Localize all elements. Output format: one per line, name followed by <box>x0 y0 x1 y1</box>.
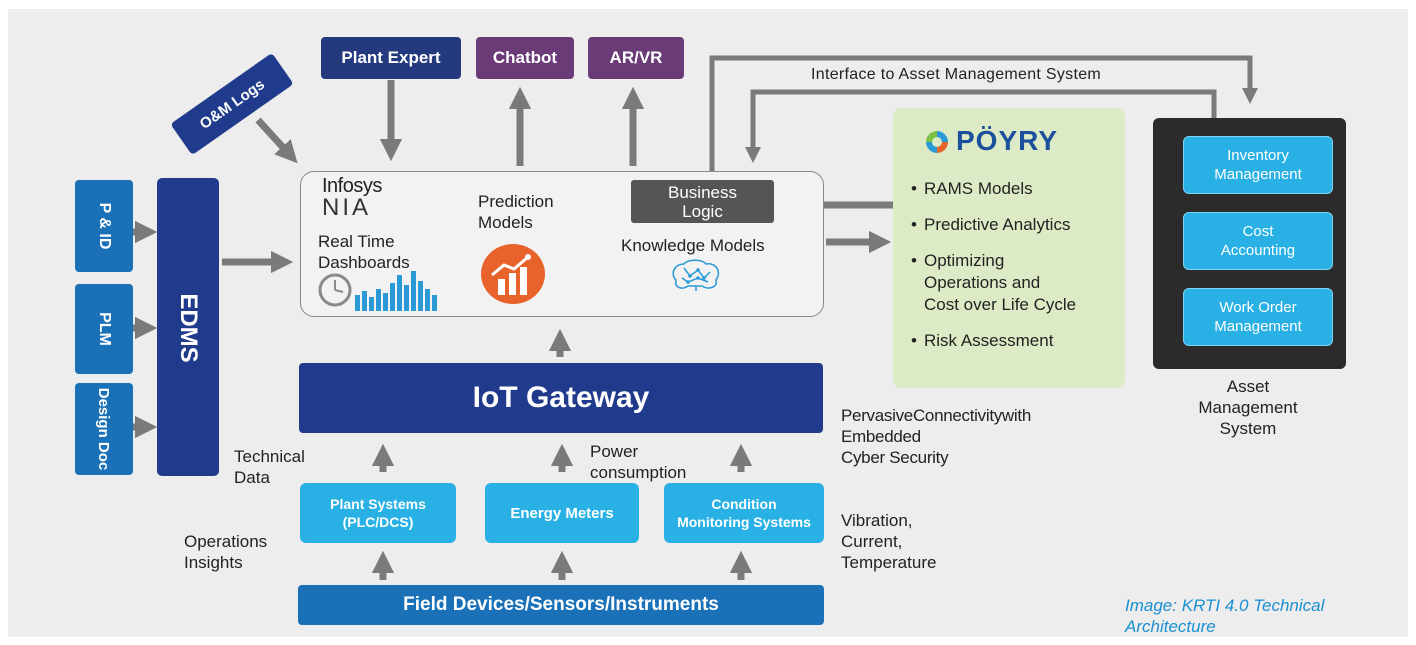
interface-line-inner <box>745 89 1217 163</box>
poyry-logo-text: PÖYRY <box>956 125 1058 156</box>
pervasive-connectivity-label: PervasiveConnectivitywith Embedded Cyber… <box>841 406 1031 467</box>
poyry-bullet: Optimizing Operations and Cost over Life… <box>911 250 1121 316</box>
real-time-dashboards-label: Real Time Dashboards <box>318 232 410 272</box>
interface-label: Interface to Asset Management System <box>811 66 1102 83</box>
edms-box <box>157 178 219 476</box>
operations-insights-label: Operations Insights <box>184 532 268 572</box>
poyry-logo-icon <box>926 131 948 153</box>
inventory-management-box: Inventory Management <box>1183 136 1333 194</box>
poyry-bullet: Predictive Analytics <box>911 214 1121 236</box>
prediction-chart-icon <box>481 244 545 304</box>
condition-monitoring-box: Condition Monitoring Systems <box>664 483 824 543</box>
plm-box <box>75 284 133 374</box>
iot-gateway: IoT Gateway <box>299 363 823 433</box>
asset-management-caption: Asset Management System <box>1198 377 1298 438</box>
dashboard-icon <box>318 271 437 311</box>
design-doc-box <box>75 383 133 475</box>
pid-box <box>75 180 133 272</box>
plant-systems-box: Plant Systems (PLC/DCS) <box>300 483 456 543</box>
arrow-om-logs <box>255 117 298 164</box>
poyry-bullet-list: RAMS Models Predictive Analytics Optimiz… <box>911 178 1121 366</box>
energy-meters-box: Energy Meters <box>485 483 639 543</box>
technical-data-label: Technical Data <box>234 447 305 487</box>
interface-line-outer <box>709 55 1259 178</box>
pid-label: P & ID <box>96 202 113 250</box>
vibration-label: Vibration, Current, Temperature <box>841 511 937 572</box>
prediction-models-label: Prediction Models <box>478 192 554 232</box>
power-consumption-label: Power consumption <box>590 442 687 482</box>
infosys-logo-top: Infosys <box>322 175 382 197</box>
knowledge-models-label: Knowledge Models <box>621 236 765 255</box>
infosys-logo-bottom: NIA <box>322 194 372 221</box>
design-doc-label: Design Doc <box>95 387 113 471</box>
edms-label: EDMS <box>175 293 202 363</box>
plant-expert-box: Plant Expert <box>321 37 461 79</box>
cost-accounting-box: Cost Accounting <box>1183 212 1333 270</box>
business-logic-box: Business Logic <box>631 180 774 223</box>
brain-icon <box>672 259 720 291</box>
work-order-management-box: Work Order Management <box>1183 288 1333 346</box>
poyry-bullet: RAMS Models <box>911 178 1121 200</box>
poyry-bullet: Risk Assessment <box>911 330 1121 352</box>
figure-caption: Image: KRTI 4.0 Technical Architecture <box>1125 596 1325 636</box>
chatbot-box: Chatbot <box>476 37 574 79</box>
field-devices-bar: Field Devices/Sensors/Instruments <box>298 585 824 625</box>
arvr-box: AR/VR <box>588 37 684 79</box>
plm-label: PLM <box>96 312 113 346</box>
